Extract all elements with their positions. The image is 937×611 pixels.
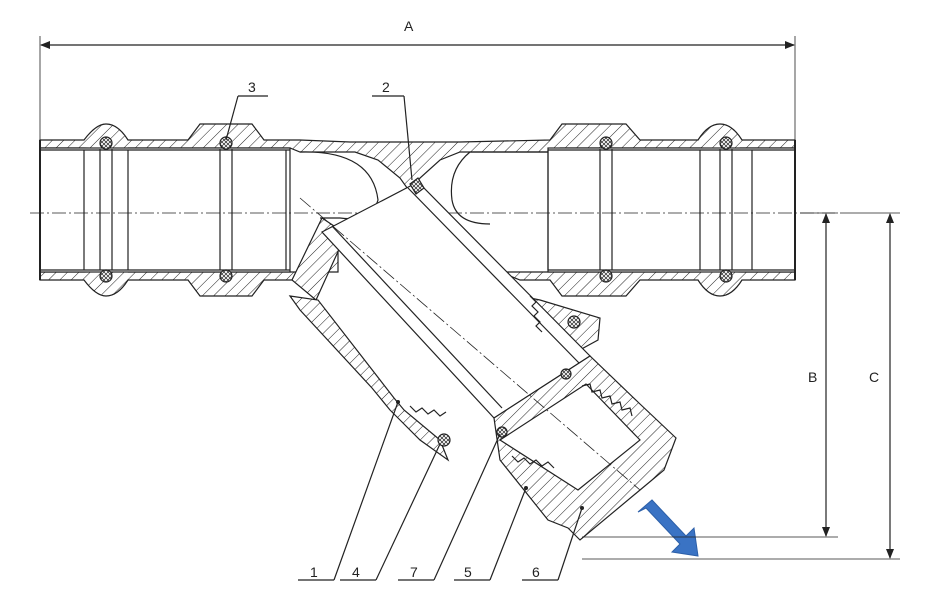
dimension-a-label: A: [404, 18, 414, 34]
dimension-c-label: C: [869, 369, 879, 385]
callout-6-label: 6: [532, 564, 540, 580]
strainer-branch: [288, 177, 677, 541]
callout-2: 2: [372, 79, 413, 181]
callout-1-label: 1: [310, 564, 318, 580]
callout-1: 1: [298, 400, 400, 581]
callout-3: 3: [225, 79, 268, 141]
o-ring-seals: [99, 136, 733, 283]
callout-4: 4: [340, 443, 441, 581]
callout-3-label: 3: [248, 79, 256, 95]
dimension-c: C: [582, 212, 900, 560]
callout-2-label: 2: [382, 79, 390, 95]
flow-direction-arrow: [637, 499, 699, 557]
dimension-b: B: [582, 212, 838, 538]
callout-5-label: 5: [464, 564, 472, 580]
callout-7-label: 7: [410, 564, 418, 580]
main-body: [39, 123, 796, 297]
callout-6: 6: [522, 506, 584, 581]
callout-5: 5: [454, 486, 528, 581]
dimension-a: A: [39, 18, 796, 140]
callout-4-label: 4: [352, 564, 360, 580]
callout-7: 7: [398, 433, 501, 581]
dimension-b-label: B: [808, 369, 817, 385]
